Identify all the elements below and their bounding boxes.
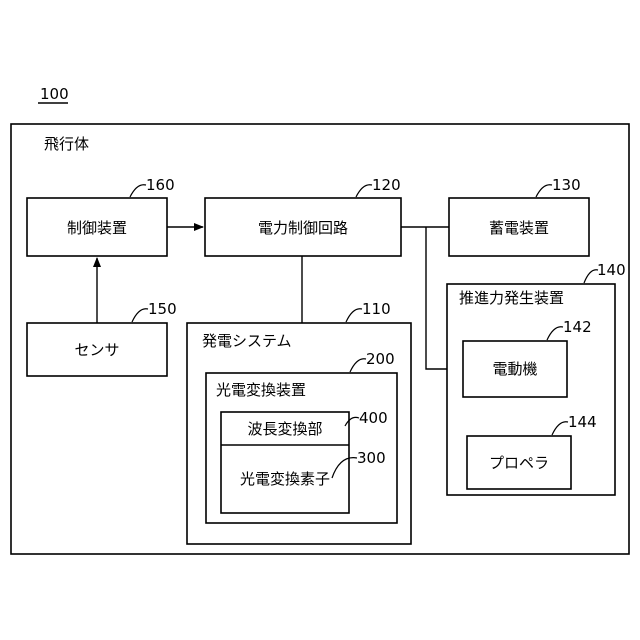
- motor-label: 電動機: [492, 360, 537, 378]
- controller-ref: 160: [146, 176, 175, 194]
- sensor-label: センサ: [74, 341, 119, 359]
- pv-device-ref: 200: [366, 350, 395, 368]
- pv-device-label: 光電変換装置: [216, 381, 306, 399]
- propeller-ref: 144: [568, 413, 597, 431]
- propulsion-label: 推進力発生装置: [459, 289, 564, 307]
- storage-label: 蓄電装置: [489, 219, 549, 237]
- power-gen-system-ref: 110: [362, 300, 391, 318]
- motor-ref: 142: [563, 318, 592, 336]
- power-ctrl-label: 電力制御回路: [258, 219, 348, 237]
- wavelength-conv-label: 波長変換部: [247, 420, 322, 438]
- power-ctrl-ref: 120: [372, 176, 401, 194]
- power-gen-system-label: 発電システム: [202, 332, 292, 350]
- outer-title: 飛行体: [44, 135, 89, 153]
- propeller-label: プロペラ: [489, 454, 549, 472]
- controller-label: 制御装置: [67, 219, 127, 237]
- pv-element-label: 光電変換素子: [240, 470, 330, 488]
- figure-ref: 100: [40, 85, 69, 103]
- wavelength-conv-ref: 400: [359, 409, 388, 427]
- storage-ref: 130: [552, 176, 581, 194]
- sensor-ref: 150: [148, 300, 177, 318]
- pv-element-ref: 300: [357, 449, 386, 467]
- propulsion-ref: 140: [597, 261, 626, 279]
